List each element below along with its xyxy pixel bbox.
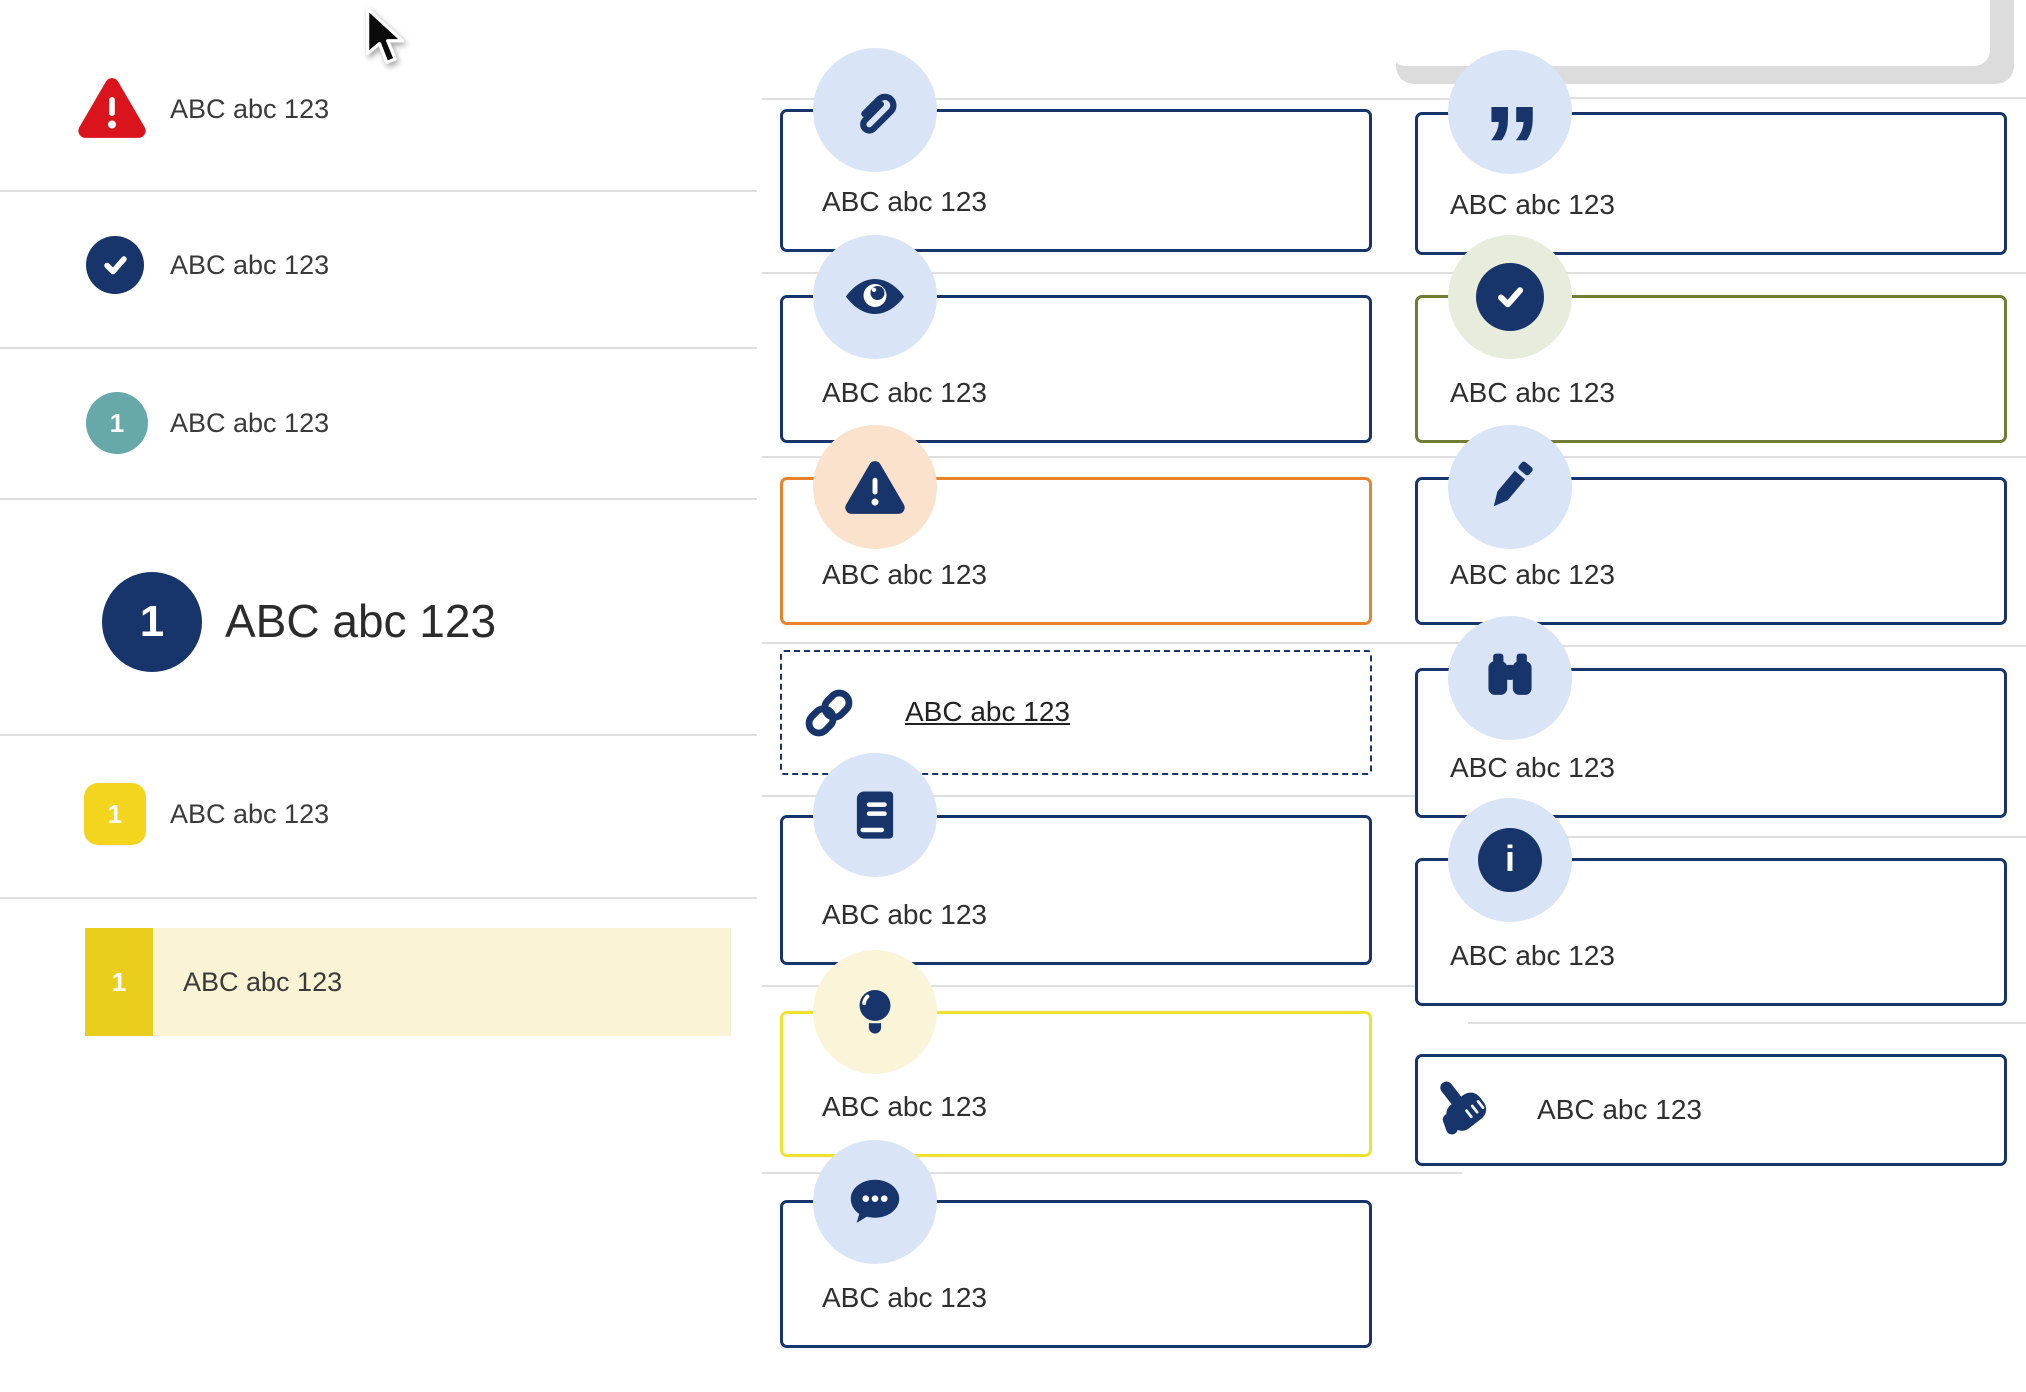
divider [762, 456, 1462, 458]
eye-icon [813, 235, 937, 359]
callout-label: ABC abc 123 [1537, 1094, 1702, 1125]
check-circle-icon [86, 236, 144, 294]
divider [1468, 272, 2026, 274]
divider [762, 642, 1462, 644]
hand-pointer-icon [1430, 1074, 1498, 1142]
warning-triangle-icon [813, 425, 937, 549]
list-item-label: ABC abc 123 [170, 250, 330, 280]
list-item-label: ABC abc 123 [170, 799, 330, 829]
badge-number: 1 [107, 798, 123, 829]
divider [762, 1172, 1462, 1174]
divider [1468, 645, 2026, 647]
list-item-label: ABC abc 123 [170, 94, 330, 124]
callout-label: ABC abc 123 [1450, 752, 1615, 783]
divider [762, 795, 1462, 797]
mouse-cursor-icon [363, 6, 407, 77]
quote-icon: ” [1448, 50, 1572, 207]
divider [1468, 1022, 2026, 1024]
callout-info [1415, 858, 2007, 1006]
divider [1468, 456, 2026, 458]
divider [0, 734, 757, 736]
list-item-label: ABC abc 123 [170, 408, 330, 438]
divider [0, 190, 757, 192]
number-badge-navy-large: 1 [102, 572, 202, 672]
divider [0, 498, 757, 500]
callout-label: ABC abc 123 [822, 899, 987, 930]
number-badge-yellow-selected: 1 [85, 928, 153, 1036]
callout-label: ABC abc 123 [1450, 189, 1615, 220]
callout-link-text[interactable]: ABC abc 123 [905, 696, 1070, 727]
number-badge-yellow: 1 [84, 783, 146, 845]
callout-label: ABC abc 123 [822, 1091, 987, 1122]
info-icon: i [1448, 798, 1572, 922]
list-item-selected[interactable]: 1 ABC abc 123 [85, 928, 731, 1036]
badge-number: 1 [109, 407, 125, 438]
callout-label: ABC abc 123 [1450, 559, 1615, 590]
number-badge-teal: 1 [86, 392, 148, 454]
chat-dots-icon [813, 1140, 937, 1264]
badge-number: 1 [139, 597, 165, 646]
pencil-icon [1448, 425, 1572, 549]
divider [762, 98, 1462, 100]
divider [0, 897, 757, 899]
warning-triangle-icon [78, 77, 146, 139]
divider [1468, 836, 2026, 838]
callout-label: ABC abc 123 [822, 1282, 987, 1313]
callout-label: ABC abc 123 [822, 186, 987, 217]
partial-card [1390, 0, 1990, 66]
lightbulb-icon [813, 950, 937, 1074]
callout-label: ABC abc 123 [822, 377, 987, 408]
link-icon [798, 682, 860, 744]
callout-label: ABC abc 123 [1450, 940, 1615, 971]
callout-label: ABC abc 123 [822, 559, 987, 590]
paperclip-icon [813, 48, 937, 172]
binoculars-icon [1448, 616, 1572, 740]
badge-number: 1 [111, 966, 127, 997]
list-item-label: ABC abc 123 [183, 966, 343, 997]
divider [1468, 97, 2026, 99]
divider [762, 272, 1462, 274]
divider [0, 347, 757, 349]
list-item-heading: ABC abc 123 [225, 595, 497, 647]
callout-action [1415, 1054, 2007, 1166]
divider [762, 985, 1462, 987]
book-icon [813, 753, 937, 877]
info-glyph: i [1504, 838, 1515, 879]
callout-label: ABC abc 123 [1450, 377, 1615, 408]
check-circle-icon [1448, 235, 1572, 359]
